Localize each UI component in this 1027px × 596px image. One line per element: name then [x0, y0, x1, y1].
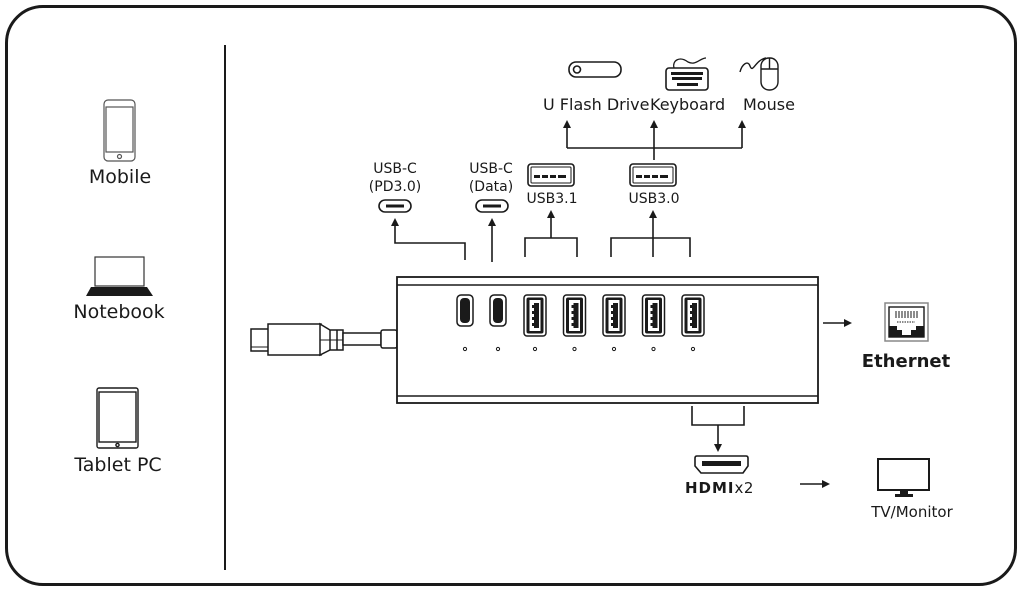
hub-ports: [456, 294, 705, 352]
hub-usb-a-port: [523, 294, 547, 352]
keyboard-icon: [665, 57, 709, 91]
usb-c-data-port-icon: [475, 199, 509, 213]
port-led: [651, 346, 656, 352]
port-led: [690, 346, 696, 352]
hdmi-logo: HDMI: [685, 479, 735, 497]
monitor-icon: [877, 458, 930, 497]
device-label-notebook: Notebook: [73, 301, 165, 323]
device-label-tablet: Tablet PC: [74, 454, 162, 476]
hub-usb-a-port: [562, 294, 587, 352]
port-label-usbc-data-line2: (Data): [468, 179, 514, 195]
port-led: [495, 346, 501, 352]
tablet-icon: [96, 387, 139, 449]
usb-c-cable: [250, 322, 398, 357]
hdmi-connector-lines: [691, 406, 745, 452]
accessory-label-keyboard: Keyboard: [650, 95, 726, 114]
port-led: [611, 346, 617, 352]
ethernet-rj45-icon: [884, 302, 929, 342]
hub-usb-a-port: [602, 294, 626, 352]
device-label-mobile: Mobile: [88, 166, 152, 188]
usb30-port-icon: [629, 163, 677, 187]
port-label-usbc-data: USB-C (Data): [469, 160, 513, 196]
accessory-label-mouse: Mouse: [743, 95, 795, 114]
port-connector-lines: [391, 210, 691, 262]
hub-usb-a-port: [681, 294, 705, 352]
port-led: [462, 346, 468, 352]
laptop-icon: [86, 256, 153, 296]
usb31-port-icon: [527, 163, 575, 187]
accessories-connector-lines: [563, 120, 746, 160]
output-label-tv-monitor: TV/Monitor: [871, 503, 953, 521]
port-label-usb30: USB3.0: [628, 191, 680, 207]
port-label-usbc-pd: USB-C (PD3.0): [369, 160, 421, 196]
mobile-phone-icon: [103, 99, 136, 162]
accessory-label-flash-drive: U Flash Drive: [543, 95, 650, 114]
port-label-usbc-pd-line2: (PD3.0): [368, 179, 422, 195]
hdmi-count: x2: [734, 479, 754, 497]
hub-usb-a-port: [641, 294, 666, 352]
port-label-usbc-pd-line1: USB-C: [373, 161, 417, 177]
section-divider: [224, 45, 226, 570]
hub-usb-c-port: [489, 294, 507, 352]
hdmi-port-icon: [694, 455, 749, 474]
port-label-usb31: USB3.1: [526, 191, 578, 207]
diagram-frame: [5, 5, 1017, 586]
output-label-ethernet: Ethernet: [861, 351, 951, 372]
usb-flash-drive-icon: [568, 61, 622, 78]
hub-usb-c-port: [456, 294, 474, 352]
mouse-icon: [739, 57, 779, 91]
port-led: [532, 346, 538, 352]
port-led: [572, 346, 577, 352]
port-label-usbc-data-line1: USB-C: [469, 161, 513, 177]
usb-c-pd-port-icon: [378, 199, 412, 213]
output-label-hdmi: HDMIx2: [685, 479, 754, 497]
